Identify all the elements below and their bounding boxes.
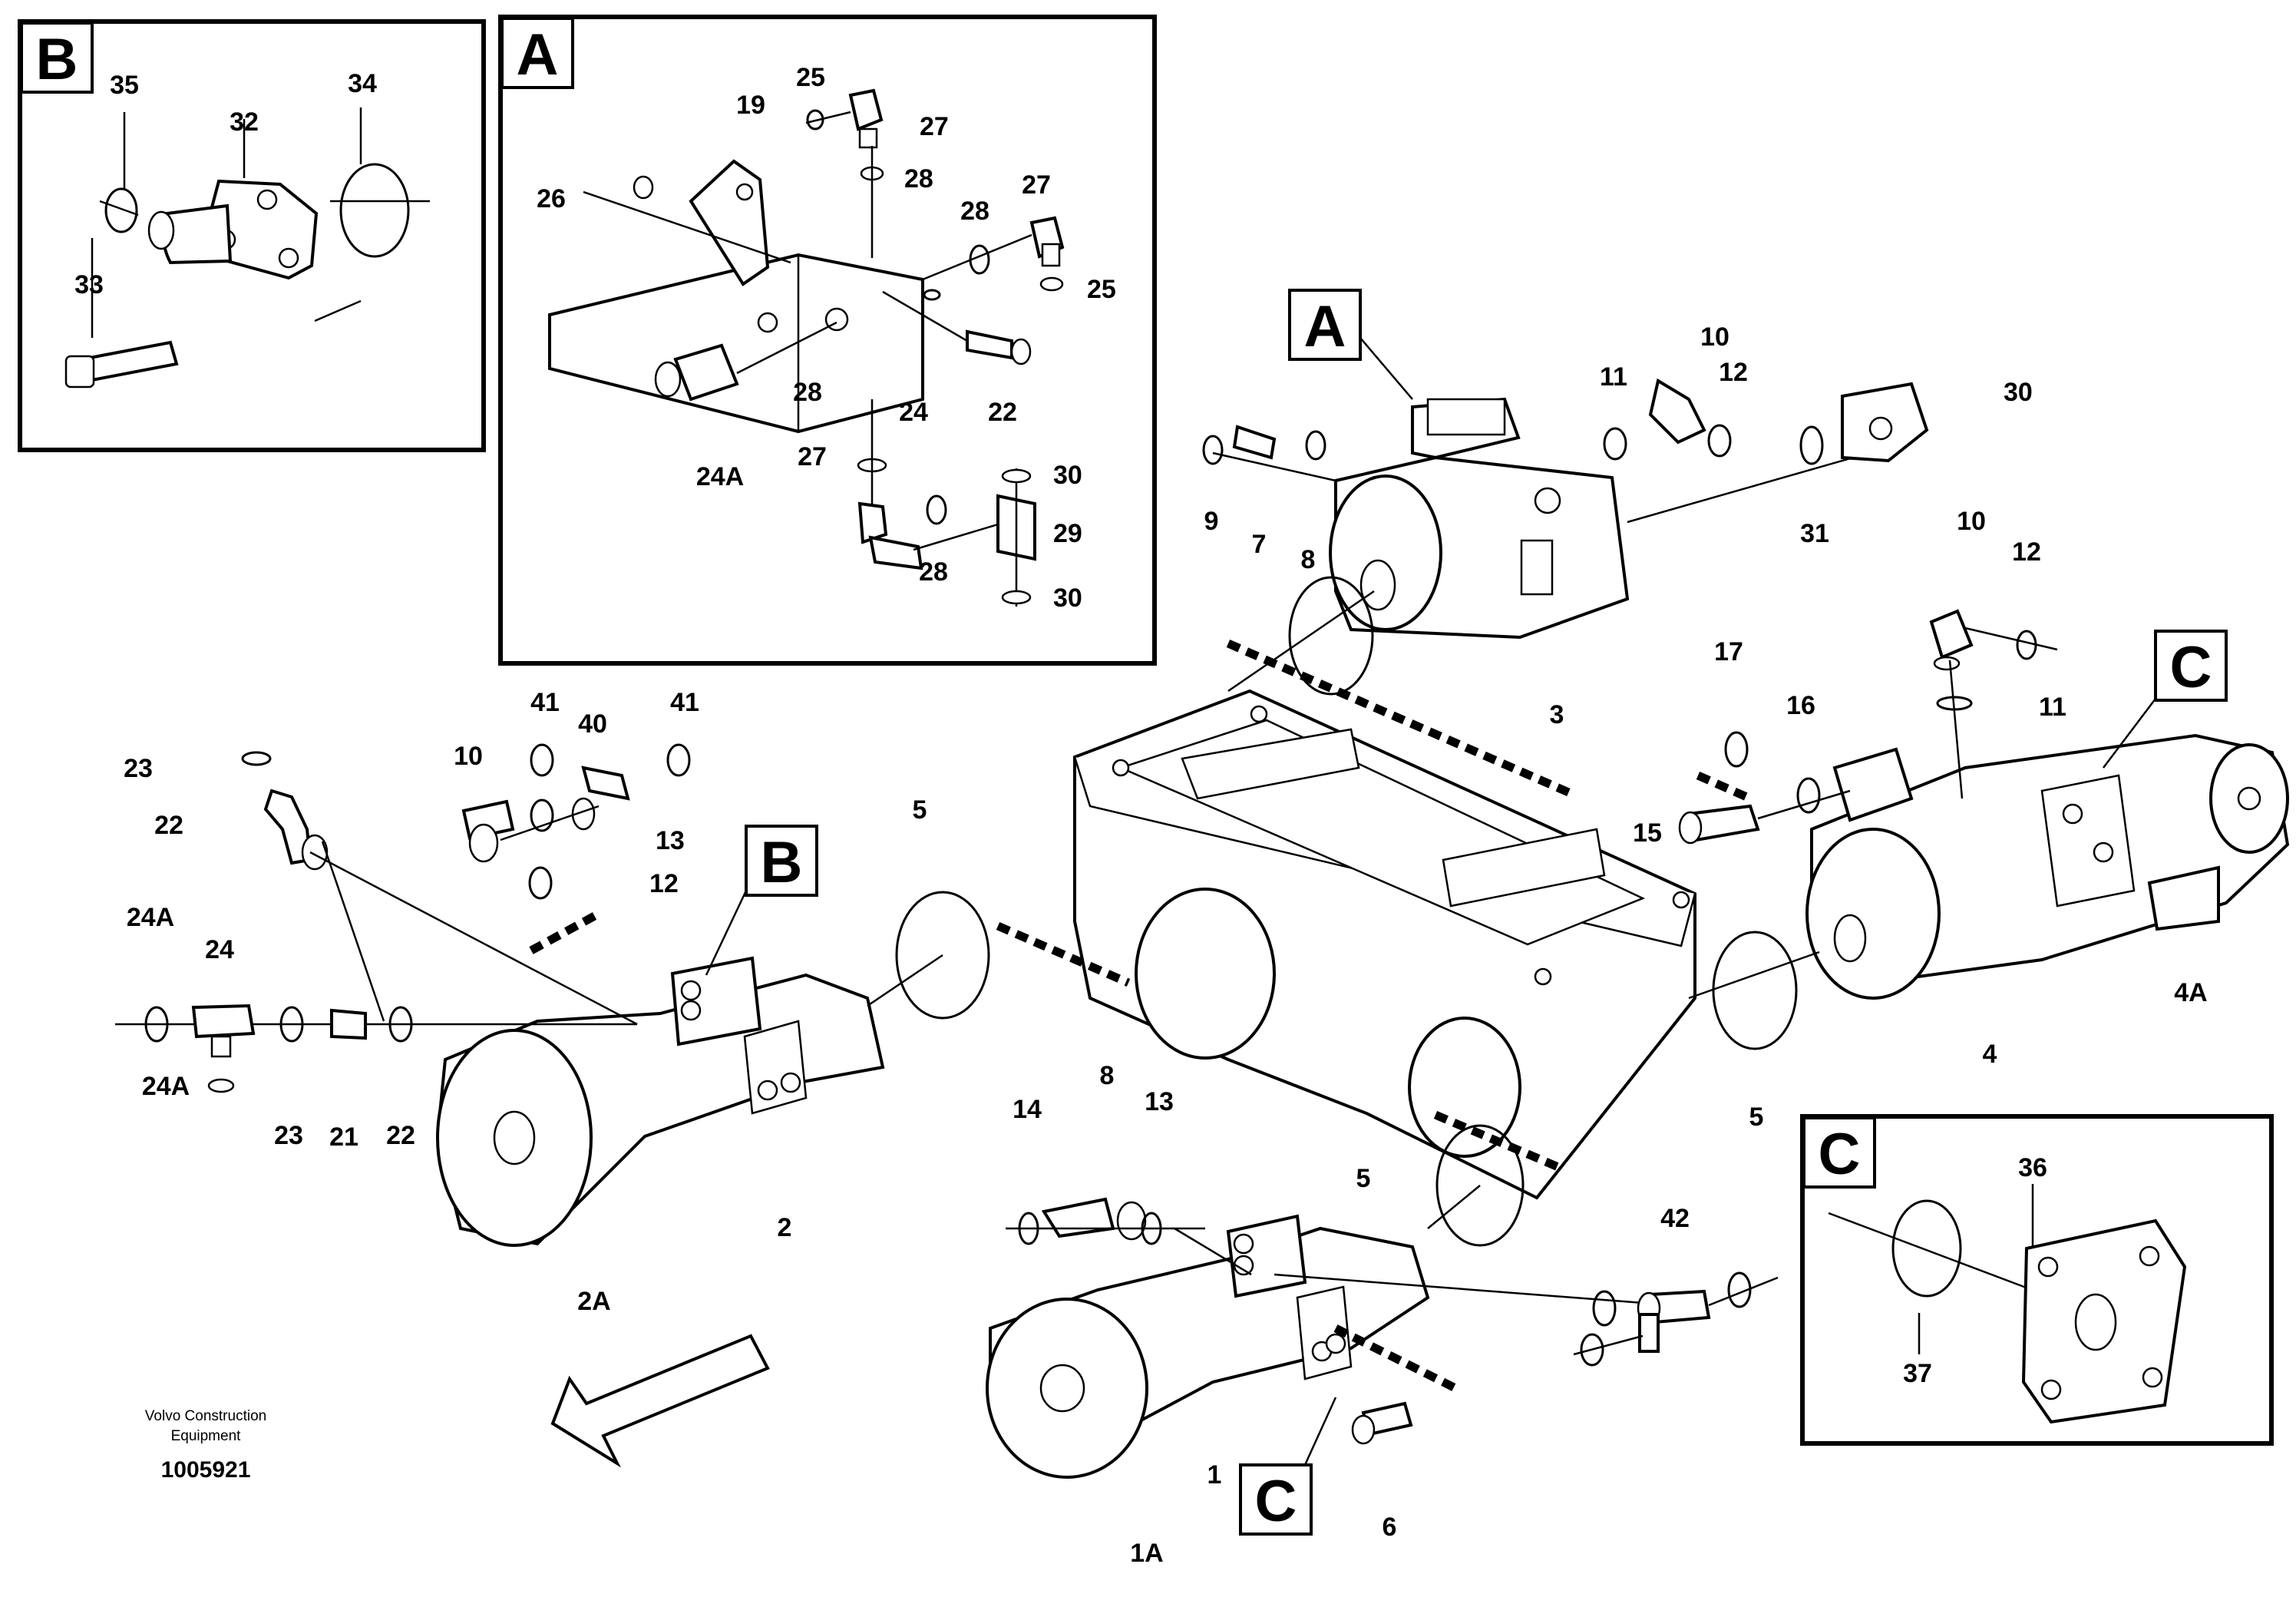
part-label: 1A — [1130, 1539, 1163, 1568]
callout-box-a-inset: A — [500, 17, 574, 89]
inset-c-parts — [1828, 1184, 2187, 1424]
callout-box-c-right: C — [2103, 630, 2228, 769]
part-label: 29 — [1053, 519, 1082, 548]
part-label: 24A — [696, 462, 744, 491]
part-label: 15 — [1633, 818, 1662, 848]
part-label: 4A — [2174, 978, 2207, 1007]
part-label: 32 — [230, 107, 259, 137]
callout-box-b-main: B — [705, 825, 818, 976]
part-label: 31 — [1800, 519, 1829, 548]
part-label: 24A — [127, 903, 174, 932]
assembly-dashes — [529, 639, 1753, 1394]
part-label: 8 — [1301, 545, 1316, 574]
part-label: 13 — [656, 826, 685, 855]
part-label: 35 — [110, 71, 139, 100]
part-label: 27 — [1022, 170, 1051, 200]
part-label: 5 — [1356, 1164, 1371, 1193]
inset-a-parts — [548, 88, 1065, 607]
part-label: 41 — [670, 688, 699, 717]
part-label: 33 — [74, 270, 104, 299]
part-label: 25 — [1087, 275, 1116, 304]
drawing-number: 1005921 — [161, 1457, 251, 1483]
part-label: 12 — [2012, 537, 2041, 567]
part-label: 10 — [1957, 507, 1986, 536]
part-label: 23 — [274, 1121, 303, 1150]
callout-letter-c-bottom: C — [1255, 1469, 1297, 1534]
pump-4 — [1678, 609, 2290, 1050]
callout-box-a-main: A — [1288, 289, 1413, 400]
part-label: 8 — [1100, 1061, 1115, 1090]
part-label: 40 — [578, 709, 607, 739]
part-label: 22 — [988, 398, 1017, 427]
part-label: 34 — [348, 69, 377, 98]
part-label: 2 — [778, 1213, 792, 1242]
part-label: 30 — [1053, 461, 1082, 490]
part-label: 27 — [920, 112, 949, 141]
part-label: 14 — [1013, 1095, 1042, 1124]
part-label: 28 — [960, 197, 989, 226]
part-label: 9 — [1204, 507, 1219, 536]
part-label: 25 — [796, 63, 825, 92]
part-label: 11 — [2039, 693, 2066, 722]
part-label: 17 — [1714, 637, 1743, 666]
pump-2 — [115, 743, 990, 1247]
part-label: 24A — [142, 1072, 190, 1101]
part-label: 41 — [530, 688, 560, 717]
part-label: 6 — [1383, 1513, 1397, 1542]
callout-letter-c-right: C — [2170, 635, 2212, 700]
callout-letter-c: C — [1819, 1122, 1861, 1187]
callout-box-b-inset: B — [20, 21, 94, 94]
part-label: 24 — [205, 935, 234, 964]
part-label: 37 — [1903, 1359, 1932, 1388]
part-label: 3 — [1550, 700, 1564, 729]
part-label: 12 — [649, 869, 679, 898]
part-label: 4 — [1983, 1040, 1997, 1069]
part-label: 28 — [904, 164, 933, 193]
part-label: 42 — [1660, 1204, 1690, 1233]
part-label: 19 — [736, 91, 765, 120]
pump-3 — [1202, 378, 1929, 696]
part-label: 5 — [913, 795, 927, 825]
callout-box-c-inset: C — [1802, 1116, 1876, 1189]
inset-b-parts — [64, 107, 430, 389]
part-label: 23 — [124, 754, 153, 783]
part-label: 16 — [1786, 691, 1815, 720]
part-label: 30 — [2004, 378, 2033, 407]
part-label: 1 — [1207, 1460, 1222, 1490]
part-label: 21 — [329, 1123, 358, 1152]
brand-line-1: Volvo Construction — [145, 1408, 266, 1424]
callout-letter-b: B — [36, 27, 78, 92]
part-labels: 35 32 34 33 25 19 27 28 26 28 27 25 28 2… — [74, 63, 2208, 1568]
part-label: 10 — [1700, 322, 1729, 352]
part-label: 28 — [793, 378, 822, 407]
callout-box-c-bottom: C — [1239, 1397, 1337, 1536]
part-label: 27 — [798, 442, 827, 471]
callout-letter-b-main: B — [761, 830, 803, 895]
part-label: 22 — [154, 811, 183, 840]
callout-letter-a: A — [517, 22, 559, 88]
part-label: 11 — [1600, 362, 1627, 392]
part-label: 28 — [919, 557, 948, 587]
brand-line-2: Equipment — [171, 1428, 242, 1444]
part-label: 12 — [1719, 358, 1748, 387]
part-label: 22 — [386, 1121, 415, 1150]
part-label: 10 — [454, 742, 483, 771]
part-label: 26 — [537, 184, 566, 213]
callout-letter-a-main: A — [1304, 294, 1346, 359]
gearbox-housing — [1073, 689, 1696, 1200]
pump-1 — [986, 1124, 1779, 1479]
part-label: 30 — [1053, 584, 1082, 613]
part-label: 24 — [899, 398, 928, 427]
part-label: 2A — [577, 1287, 610, 1316]
part-label: 5 — [1749, 1103, 1764, 1132]
part-label: 13 — [1145, 1087, 1174, 1116]
part-label: 36 — [2018, 1153, 2047, 1182]
part-label: 7 — [1252, 530, 1267, 559]
direction-arrow-icon — [550, 1334, 770, 1468]
